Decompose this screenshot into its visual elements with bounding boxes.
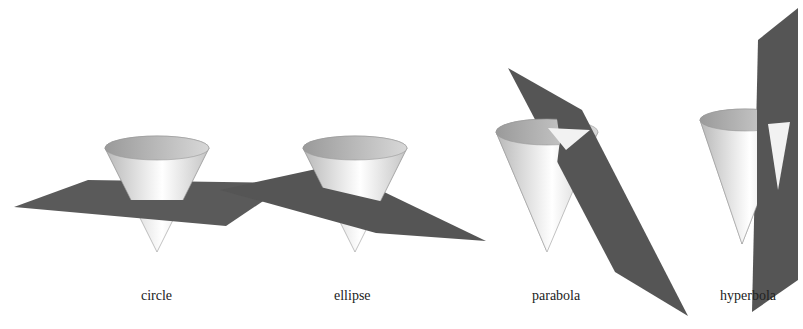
ellipse-cone-top xyxy=(303,136,407,252)
circle-cone-top xyxy=(105,136,209,200)
conic-label: parabola xyxy=(532,288,580,304)
parabola-cut xyxy=(548,128,590,150)
hyperbola-cut xyxy=(768,122,790,190)
parabola-cone-front xyxy=(496,119,598,252)
hyperbola-cone-front xyxy=(700,109,757,244)
conic-label: hyperbola xyxy=(720,288,776,304)
conic-label: circle xyxy=(141,288,172,304)
cutting-plane xyxy=(752,8,798,312)
conic-label: ellipse xyxy=(334,288,371,304)
